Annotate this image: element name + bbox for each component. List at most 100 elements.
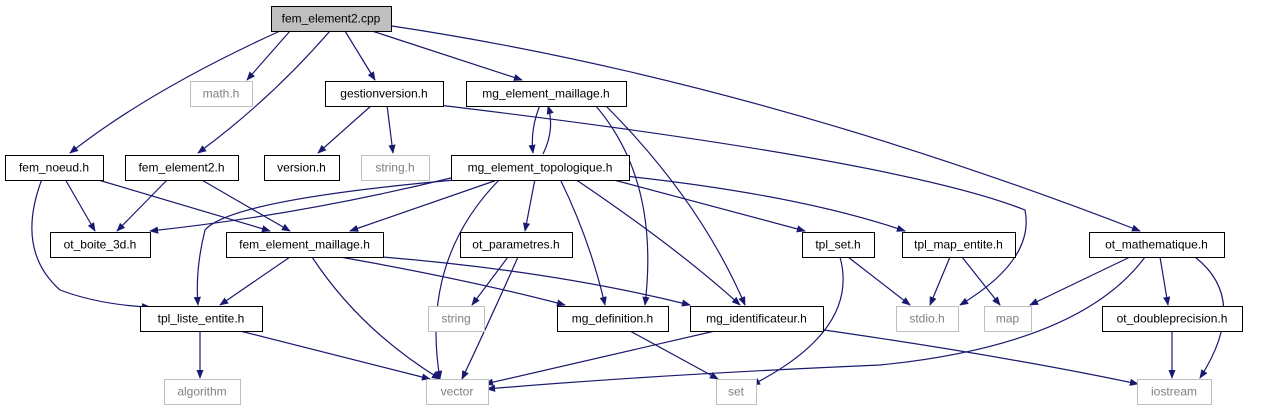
node-tpl-liste-entite-h[interactable]: tpl_liste_entite.h	[140, 306, 263, 332]
node-mg-element-maillage-h[interactable]: mg_element_maillage.h	[466, 81, 627, 107]
node-label: vector	[441, 385, 474, 399]
node-algorithm: algorithm	[164, 379, 241, 405]
edge-fem_element2_h-fem_element_maillage_h	[199, 178, 291, 232]
edge-mg_element_topologique_h-mg_definition_h	[559, 178, 607, 306]
edge-mg_definition_h-set	[629, 330, 719, 380]
node-gestionversion-h[interactable]: gestionversion.h	[325, 81, 444, 107]
node-label: math.h	[203, 87, 240, 101]
edge-mg_element_topologique_h-ot_parametres_h	[522, 178, 536, 232]
node-box	[264, 155, 340, 181]
edge-tpl_liste_entite_h-vector	[239, 330, 431, 381]
node-box	[802, 232, 875, 258]
node-mg-element-topologique-h[interactable]: mg_element_topologique.h	[451, 155, 630, 181]
node-box	[451, 155, 630, 181]
node-box	[1137, 379, 1212, 405]
node-mg-identificateur-h[interactable]: mg_identificateur.h	[690, 306, 824, 332]
node-box	[428, 306, 485, 332]
edge-fem_element_maillage_h-mg_definition_h	[339, 256, 566, 307]
node-label: string	[441, 312, 470, 326]
node-ot-mathematique-h[interactable]: ot_mathematique.h	[1089, 232, 1225, 258]
node-label: fem_element2.h	[138, 161, 224, 175]
edge-fem_element_maillage_h-mg_identificateur_h	[369, 255, 691, 307]
node-label: fem_element2.cpp	[282, 12, 381, 26]
node-tpl-map-entite-h[interactable]: tpl_map_entite.h	[902, 232, 1016, 258]
node-label: iostream	[1151, 385, 1197, 399]
edge-mg_element_topologique_h-mg_identificateur_h	[574, 178, 741, 306]
edge-fem_element_maillage_h-tpl_liste_entite_h	[219, 256, 291, 306]
edge-ot_mathematique_h-vector	[486, 256, 1146, 392]
edge-gestionversion_h-stdio_h	[429, 103, 1027, 306]
node-mg-definition-h[interactable]: mg_definition.h	[557, 306, 669, 332]
node-fem-element-maillage-h[interactable]: fem_element_maillage.h	[226, 232, 384, 258]
node-box	[902, 232, 1016, 258]
edge-mg_element_maillage_h-mg_definition_h	[594, 104, 650, 306]
node-label: gestionversion.h	[340, 87, 427, 101]
edge-tpl_map_entite_h-stdio_h	[929, 256, 951, 306]
node-stdio-h: stdio.h	[896, 306, 959, 332]
node-fem-noeud-h[interactable]: fem_noeud.h	[5, 155, 104, 181]
node-label: ot_boite_3d.h	[64, 238, 137, 252]
node-box	[190, 81, 253, 107]
node-box	[125, 155, 239, 181]
node-label: tpl_map_entite.h	[914, 238, 1003, 252]
node-box	[1102, 306, 1243, 332]
node-fem-element2-h[interactable]: fem_element2.h	[125, 155, 239, 181]
edge-ot_mathematique_h-ot_doubleprecision_h	[1159, 256, 1171, 306]
edge-mg_element_topologique_h-fem_element_maillage_h	[349, 178, 501, 232]
edge-fem_element2_cpp-mg_element_maillage_h	[371, 30, 523, 81]
node-label: string.h	[375, 161, 414, 175]
node-iostream: iostream	[1137, 379, 1212, 405]
node-ot-parametres-h[interactable]: ot_parametres.h	[460, 232, 573, 258]
node-fem-element2-cpp[interactable]: fem_element2.cpp	[271, 6, 392, 32]
edge-fem_element2_cpp-fem_noeud_h	[69, 30, 281, 154]
node-ot-doubleprecision-h[interactable]: ot_doubleprecision.h	[1102, 306, 1243, 332]
edge-fem_noeud_h-ot_boite_3d_h	[64, 178, 96, 232]
node-string: string	[428, 306, 485, 332]
node-ot-boite-3d-h[interactable]: ot_boite_3d.h	[50, 232, 151, 258]
node-box	[557, 306, 669, 332]
node-box	[140, 306, 263, 332]
node-box	[361, 155, 430, 181]
node-box	[5, 155, 104, 181]
edge-fem_element2_cpp-math_h	[246, 30, 291, 81]
edge-fem_element2_cpp-gestionversion_h	[344, 30, 376, 81]
node-tpl-set-h[interactable]: tpl_set.h	[802, 232, 875, 258]
edge-mg_element_topologique_h-mg_element_maillage_h	[542, 105, 554, 155]
node-label: ot_doubleprecision.h	[1117, 312, 1228, 326]
node-layer: fem_element2.cpp math.h gestionversion.h mg…	[5, 6, 1243, 405]
node-box	[1089, 232, 1225, 258]
edge-gestionversion_h-version_h	[317, 104, 373, 154]
node-math-h: math.h	[190, 81, 253, 107]
node-string-h: string.h	[361, 155, 430, 181]
node-label: fem_element_maillage.h	[239, 238, 370, 252]
node-label: map	[996, 312, 1020, 326]
node-box	[466, 81, 627, 107]
node-box	[984, 306, 1032, 332]
edge-gestionversion_h-string_h	[386, 104, 396, 154]
edge-fem_noeud_h-tpl_liste_entite_h	[31, 178, 151, 311]
edge-layer	[31, 25, 1225, 392]
node-label: ot_mathematique.h	[1105, 238, 1208, 252]
edge-mg_identificateur_h-iostream	[809, 327, 1139, 386]
node-label: tpl_set.h	[815, 238, 860, 252]
node-box	[226, 232, 384, 258]
node-label: mg_element_topologique.h	[468, 161, 613, 175]
edge-fem_element2_cpp-ot_mathematique_h	[391, 25, 1141, 232]
node-box	[325, 81, 444, 107]
node-version-h[interactable]: version.h	[264, 155, 340, 181]
node-label: tpl_liste_entite.h	[158, 312, 245, 326]
edge-mg_identificateur_h-vector	[484, 330, 716, 386]
edge-ot_parametres_h-string	[471, 256, 509, 306]
node-box	[271, 6, 392, 32]
node-label: fem_noeud.h	[19, 161, 89, 175]
edge-tpl_set_h-stdio_h	[847, 256, 911, 306]
edge-mg_element_maillage_h-mg_element_topologique_h	[528, 104, 541, 154]
node-box	[50, 232, 151, 258]
node-label: mg_definition.h	[572, 312, 653, 326]
node-label: algorithm	[177, 385, 226, 399]
node-box	[896, 306, 959, 332]
node-map: map	[984, 306, 1032, 332]
node-label: version.h	[277, 161, 326, 175]
edge-fem_element2_cpp-fem_element2_h	[197, 30, 331, 154]
